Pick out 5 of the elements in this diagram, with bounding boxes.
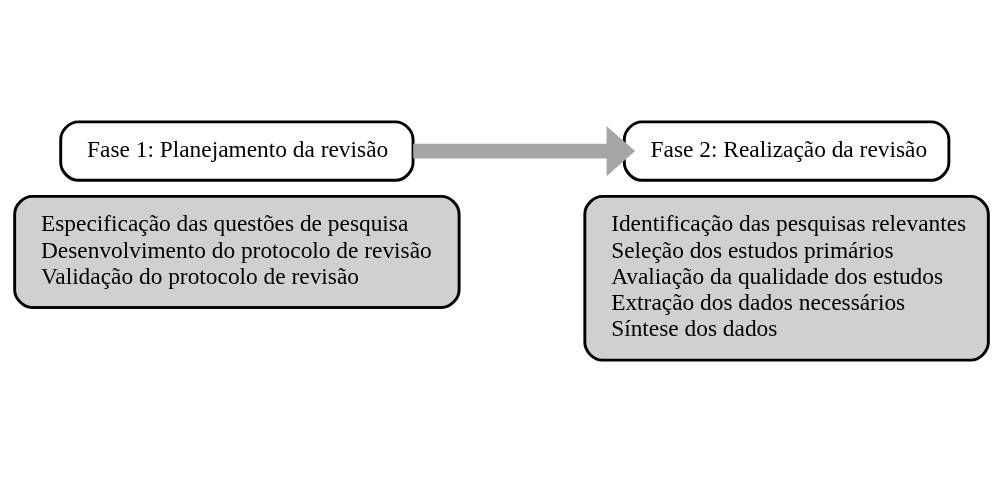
node-box: Fase 1: Planejamento da revisão bbox=[59, 119, 415, 182]
node-box: Fase 2: Realização da revisão bbox=[622, 119, 951, 182]
arrow bbox=[413, 125, 636, 176]
node-box: Especificação das questões de pesquisa Desenvolvimento do protocolo de revisão Validação do protocolo de revisão bbox=[13, 194, 461, 309]
node-box: Identificação das pesquisas relevantes Seleção dos estudos primários Avaliação da qualidade dos estudos Extração dos dados necessários Síntese dos dados bbox=[583, 194, 990, 362]
